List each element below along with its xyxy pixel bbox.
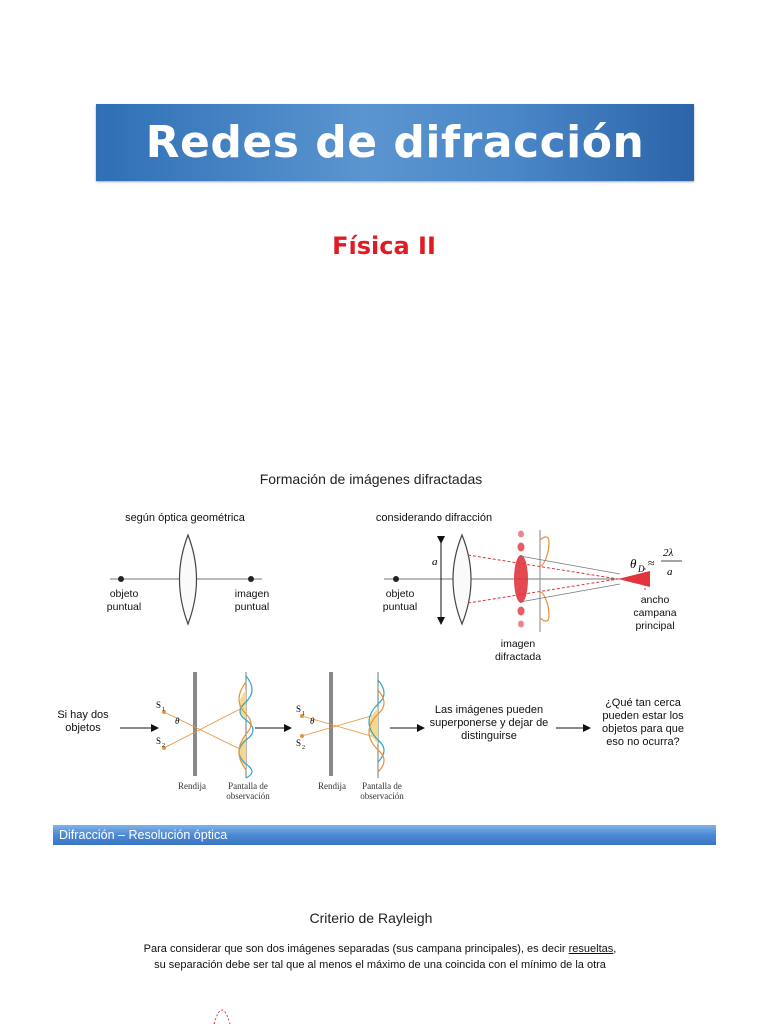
svg-text:2: 2 <box>302 745 305 751</box>
theta-label-1: θ <box>175 716 180 726</box>
aperture-label: a <box>432 556 438 568</box>
diffraction-caption: considerando difracción <box>375 512 493 524</box>
formula-approx: ≈ <box>648 556 655 570</box>
formula-subscript: D <box>637 564 645 574</box>
theta-label-2: θ <box>310 716 315 726</box>
section-bar: Difracción – Resolución óptica <box>53 825 716 845</box>
rayleigh-line-1: Para considerar que son dos imágenes sep… <box>143 943 617 955</box>
airy-ring-bottom-1 <box>517 606 525 616</box>
svg-text:1: 1 <box>162 707 165 713</box>
airy-central-spot <box>514 555 528 603</box>
airy-ring-top-2 <box>518 530 524 538</box>
s1-label-1: S <box>156 700 161 710</box>
question-text: ¿Qué tan cerca pueden estar los objetos … <box>602 697 684 748</box>
s1-label-2: S <box>296 704 301 714</box>
main-lobe-width-label: ancho campana principal <box>633 594 677 632</box>
svg-text:2: 2 <box>162 743 165 749</box>
diffracted-image-label: imagen difractada <box>494 638 542 663</box>
formula-numerator: 2λ <box>663 547 674 559</box>
cone-upper <box>519 555 621 575</box>
slit-barrier-1 <box>193 672 197 776</box>
airy-ring-top-1 <box>517 542 525 552</box>
left-object-label: objeto puntual <box>106 588 142 613</box>
resueltas-term: resueltas <box>568 943 614 955</box>
slit-diagram-2: S 1 S 2 θ <box>296 672 385 778</box>
right-object-label: objeto puntual <box>382 588 418 613</box>
bottom-curve-fragment <box>213 1009 231 1024</box>
slit-diagram-1: S 1 S 2 θ <box>156 672 254 779</box>
angular-width-wedge <box>618 571 650 587</box>
left-lens <box>178 533 198 626</box>
rayleigh-heading: Criterio de Rayleigh <box>309 910 433 926</box>
two-objects-text: Si hay dos objetos <box>57 709 109 734</box>
geometric-caption: según óptica geométrica <box>125 512 245 524</box>
section-bar-title: Difracción – Resolución óptica <box>59 828 228 842</box>
airy-ring-bottom-2 <box>518 620 524 628</box>
left-object-dot <box>118 576 124 582</box>
intensity-profile <box>539 536 550 622</box>
formula-theta: θ <box>630 556 637 571</box>
slit-label-1: Rendija <box>178 781 206 791</box>
ray-upper <box>467 554 619 580</box>
title-banner: Redes de difracción <box>96 104 694 181</box>
right-lens <box>452 533 472 626</box>
right-object-dot <box>393 576 399 582</box>
subtitle: Física II <box>332 232 436 260</box>
left-image-label: imagen puntual <box>234 588 270 613</box>
page-title: Redes de difracción <box>145 117 645 168</box>
ray-lower <box>467 578 619 604</box>
cone-lower <box>519 583 621 603</box>
figure-heading: Formación de imágenes difractadas <box>259 471 483 487</box>
slit-label-2: Rendija <box>318 781 346 791</box>
screen-label-1: Pantalla de observación <box>226 781 270 801</box>
s2-label-2: S <box>296 738 301 748</box>
formula-denominator: a <box>667 566 673 578</box>
svg-text:1: 1 <box>302 711 305 717</box>
screen-label-2: Pantalla de observación <box>360 781 404 801</box>
s2-label-1: S <box>156 736 161 746</box>
overlap-text: Las imágenes pueden superponerse y dejar… <box>429 704 549 742</box>
rayleigh-line-2: su separación debe ser tal que al menos … <box>154 959 606 971</box>
left-image-dot <box>248 576 254 582</box>
